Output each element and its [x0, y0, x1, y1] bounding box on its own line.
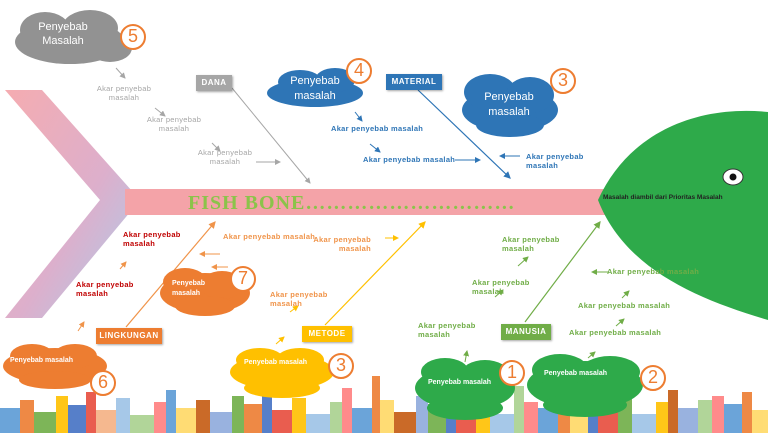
fish-spine — [125, 189, 605, 215]
cloud-6-label: Penyebab masalah — [10, 357, 74, 364]
cloud-3-bottom-number: 3 — [328, 353, 354, 379]
cloud-2-label: Penyebab masalah — [544, 370, 608, 377]
root-cause-material-2: Akar penyebab masalah — [363, 155, 456, 164]
root-cause-lingkungan-3: Akar penyebab masalah — [223, 232, 316, 241]
fish-head — [598, 110, 768, 320]
cloud-1-number: 1 — [499, 360, 525, 386]
root-cause-lingkungan-1: Akar penyebab masalah — [123, 230, 181, 248]
cloud-3-top-label: Penyebab masalah — [484, 91, 534, 118]
root-cause-material-3: Akar penyebab masalah — [526, 152, 584, 170]
category-dana: DANA — [196, 75, 232, 91]
cloud-3-bottom-shape — [230, 348, 334, 398]
problem-head-label: Masalah diambil dari Prioritas Masalah — [603, 194, 723, 201]
cloud-5-label: Penyebab Masalah — [38, 21, 88, 47]
cloud-2-number: 2 — [640, 365, 666, 391]
cloud-3-top-shape — [462, 74, 558, 137]
root-cause-dana-2: Akar penyebab masalah — [146, 115, 202, 133]
category-manusia: MANUSIA — [501, 324, 551, 340]
cloud-7-number: 7 — [230, 266, 256, 292]
cloud-4-shape — [267, 68, 363, 107]
cloud-5-number: 5 — [120, 24, 146, 50]
cloud-6-number: 6 — [90, 370, 116, 396]
root-cause-metode-1: Akar penyebab masalah — [313, 235, 371, 253]
diagram-title: FISH BONE………………………… — [188, 192, 516, 214]
category-metode: METODE — [302, 326, 352, 342]
cloud-5-shape — [15, 10, 132, 64]
cloud-7-label: Penyebab masalah — [172, 280, 206, 297]
cloud-3-top-number: 3 — [550, 68, 576, 94]
category-lingkungan: LINGKUNGAN — [96, 328, 162, 344]
root-cause-dana-1: Akar penyebab masalah — [96, 84, 152, 102]
cloud-3-bottom-label: Penyebab masalah — [244, 359, 308, 366]
root-cause-manusia-3: Akar penyebab masalah — [418, 321, 476, 339]
root-cause-material-1: Akar penyebab masalah — [331, 124, 424, 133]
cloud-7-shape — [160, 268, 250, 316]
cloud-2-shape — [527, 354, 643, 417]
root-cause-dana-3: Akar penyebab masalah — [197, 148, 253, 166]
root-cause-metode-2: Akar penyebab masalah — [270, 290, 328, 308]
root-cause-manusia-2: Akar penyebab masalah — [472, 278, 530, 296]
cloud-1-shape — [415, 358, 515, 420]
fish-tail — [5, 90, 140, 318]
root-cause-manusia-5: Akar penyebab masalah — [578, 301, 671, 310]
cloud-4-number: 4 — [346, 58, 372, 84]
cloud-4-label: Penyebab masalah — [290, 75, 340, 102]
root-cause-manusia-4: Akar penyebab masalah — [607, 267, 700, 276]
root-cause-lingkungan-2: Akar penyebab masalah — [76, 280, 134, 298]
category-material: MATERIAL — [386, 74, 442, 90]
root-cause-manusia-6: Akar penyebab masalah — [569, 328, 662, 337]
cloud-6-shape — [3, 344, 107, 389]
cloud-1-label: Penyebab masalah — [428, 379, 492, 386]
root-cause-manusia-1: Akar penyebab masalah — [502, 235, 560, 253]
